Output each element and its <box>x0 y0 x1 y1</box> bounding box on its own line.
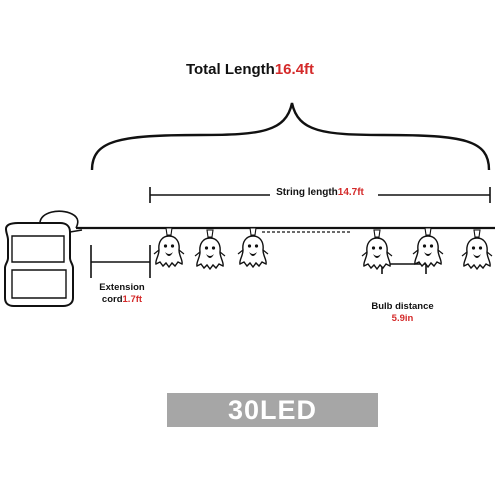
ghost-bulb-icon <box>194 229 226 270</box>
battery-box-icon <box>4 210 83 307</box>
ghost-bulb-icon <box>237 227 269 268</box>
bulb-distance-value: 5.9in <box>391 313 414 324</box>
bulb-distance-label: Bulb distance 5.9in <box>350 301 455 325</box>
string-length-value: 14.7ft <box>337 187 364 198</box>
ghost-bulb-icon <box>412 227 444 268</box>
string-length-dimension <box>149 187 491 203</box>
total-length-label: Total Length16.4ft <box>185 61 315 78</box>
ghost-bulb-icon <box>461 229 493 270</box>
total-length-value: 16.4ft <box>274 61 315 78</box>
total-length-brace <box>90 102 491 171</box>
extension-cord-value: 1.7ft <box>122 294 143 305</box>
extension-cord-label: Extension cord1.7ft <box>99 282 145 305</box>
led-count-badge: 30LED <box>167 393 378 427</box>
extension-cord-dimension <box>90 245 151 278</box>
ghost-bulb-icon <box>153 227 185 268</box>
ghost-bulb-icon <box>361 229 393 270</box>
string-length-label: String length14.7ft <box>276 187 364 198</box>
